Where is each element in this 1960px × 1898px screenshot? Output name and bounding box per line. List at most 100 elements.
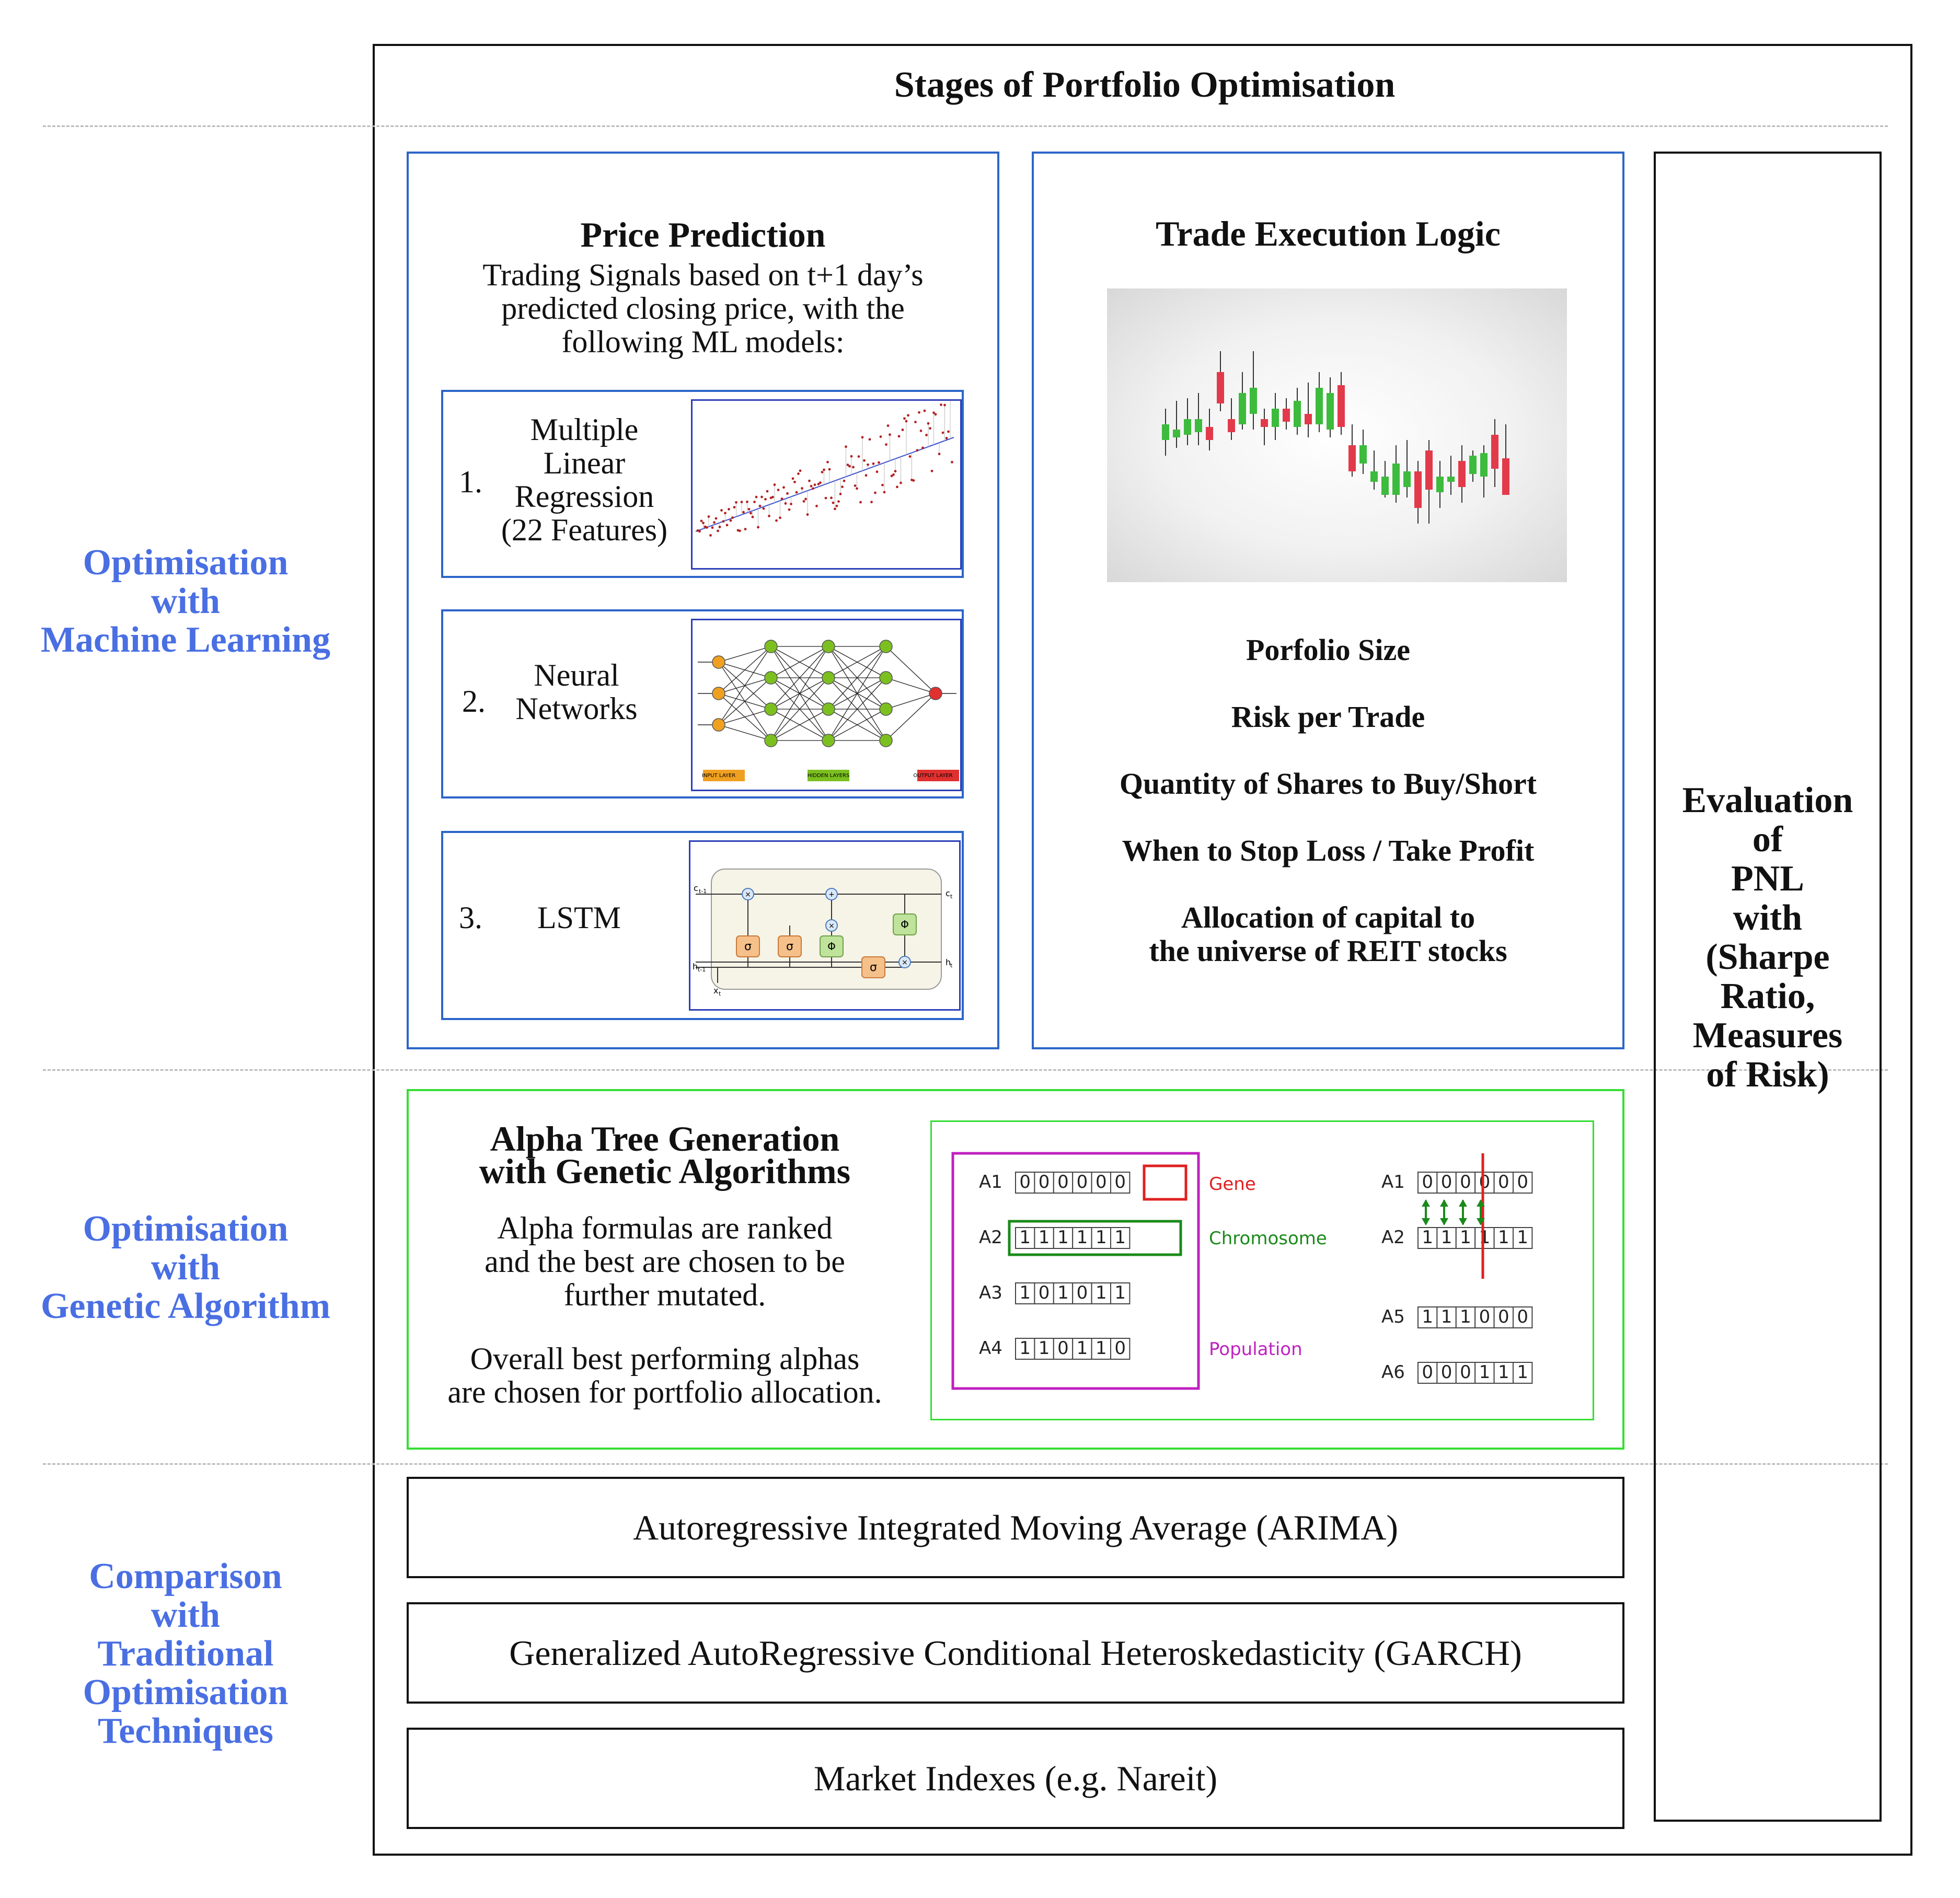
scatter-point	[867, 463, 869, 466]
scatter-point	[872, 462, 875, 465]
gene-value: 1	[1096, 1227, 1107, 1248]
gene-value: 1	[1096, 1338, 1107, 1359]
scatter-point	[932, 411, 935, 414]
scatter-point	[921, 446, 924, 449]
gene-value: 0	[1422, 1362, 1433, 1383]
gene-cell	[1072, 1172, 1092, 1194]
arrow-head-up	[1459, 1199, 1467, 1207]
gene-value: 0	[1498, 1172, 1509, 1193]
candle-body	[1162, 424, 1169, 440]
scatter-point	[817, 482, 820, 485]
scatter-point	[764, 497, 767, 501]
exec-item-risk-per-trade: Risk per Trade	[1231, 700, 1425, 734]
candle-body	[1316, 388, 1323, 424]
scatter-point	[728, 507, 730, 511]
connection	[885, 646, 936, 694]
svg-text:t-1: t-1	[699, 888, 707, 895]
technique-arima: Autoregressive Integrated Moving Average…	[407, 1477, 1624, 1578]
gene-value: 0	[1019, 1172, 1031, 1193]
gene-cell	[1110, 1338, 1131, 1360]
gene-cell	[1072, 1338, 1092, 1360]
scatter-point	[786, 492, 789, 495]
price-prediction-title: Price Prediction	[580, 215, 826, 254]
gene-cell	[1072, 1227, 1092, 1249]
candle-body	[1239, 393, 1246, 424]
gene-cell	[1513, 1362, 1533, 1384]
connection	[718, 724, 771, 741]
row-name: A3	[979, 1282, 1002, 1303]
gene-value: 0	[1479, 1306, 1491, 1327]
scatter-point	[775, 519, 778, 522]
gene-cell	[1474, 1306, 1495, 1328]
scatter-point	[857, 455, 860, 458]
scatter-point	[755, 495, 758, 499]
scatter-point	[826, 460, 829, 464]
connection	[828, 709, 886, 741]
svg-text:t: t	[950, 962, 953, 969]
layer-tag-bg	[808, 770, 849, 781]
svg-text:h: h	[693, 962, 698, 971]
gene-value: 1	[1517, 1362, 1528, 1383]
candle-body	[1502, 458, 1509, 495]
gene-value: 0	[1460, 1172, 1471, 1193]
candle-body	[1283, 409, 1290, 422]
scatter-point	[941, 431, 944, 434]
gene-value: 0	[1039, 1172, 1050, 1193]
scatter-point	[850, 455, 853, 458]
neuron	[822, 640, 835, 653]
trade-execution-title: Trade Execution Logic	[1156, 214, 1501, 253]
gene-value: 1	[1441, 1306, 1452, 1327]
gene-value: 0	[1422, 1172, 1433, 1193]
scatter-point	[802, 500, 805, 503]
scatter-point	[843, 479, 846, 482]
arrow-head-down	[1459, 1218, 1467, 1225]
scatter-point	[753, 501, 756, 503]
gene-cell	[1110, 1227, 1131, 1249]
gene-value: 1	[1114, 1282, 1126, 1303]
scatter-point	[751, 515, 754, 518]
gene-cell	[1474, 1362, 1495, 1384]
neuron	[822, 702, 835, 716]
gene-cell	[1110, 1282, 1131, 1304]
chromosome-label: Chromosome	[1209, 1228, 1327, 1249]
gene-value: 1	[1460, 1306, 1471, 1327]
svg-text:Φ: Φ	[827, 940, 836, 953]
gene-cell	[1053, 1282, 1074, 1304]
regression-line	[695, 437, 954, 532]
scatter-point	[733, 506, 736, 509]
neural-network-thumbnail: INPUT LAYER HIDDEN LAYERS OUTPUT LAYER	[691, 619, 962, 791]
row-name: A1	[1381, 1172, 1405, 1193]
gene-value: 0	[1096, 1172, 1107, 1193]
model-number: 1.	[459, 465, 482, 499]
svg-text:t-1: t-1	[698, 966, 706, 973]
neuron	[712, 655, 725, 669]
row-name: A4	[979, 1338, 1002, 1359]
svg-text:×: ×	[745, 890, 751, 899]
connection	[770, 646, 829, 710]
scatter-point	[813, 483, 816, 487]
arrow-head-down	[1440, 1218, 1448, 1225]
arrow-head-up	[1477, 1199, 1485, 1207]
gene-value: 1	[1096, 1282, 1107, 1303]
candle-body	[1480, 453, 1488, 477]
scatter-point	[784, 502, 787, 505]
scatter-point	[760, 495, 763, 499]
scatter-point	[890, 475, 893, 478]
scatter-point	[747, 507, 751, 511]
gene-value: 1	[1479, 1362, 1491, 1383]
scatter-point	[835, 504, 838, 507]
gene-value: 0	[1077, 1172, 1088, 1193]
gene-cell	[1015, 1172, 1035, 1194]
scatter-point	[799, 469, 802, 472]
candle-body	[1228, 419, 1235, 432]
scatter-plot-icon	[695, 391, 954, 537]
scatter-point	[750, 512, 752, 515]
scatter-point	[854, 484, 857, 487]
gene-cell	[1091, 1282, 1112, 1304]
